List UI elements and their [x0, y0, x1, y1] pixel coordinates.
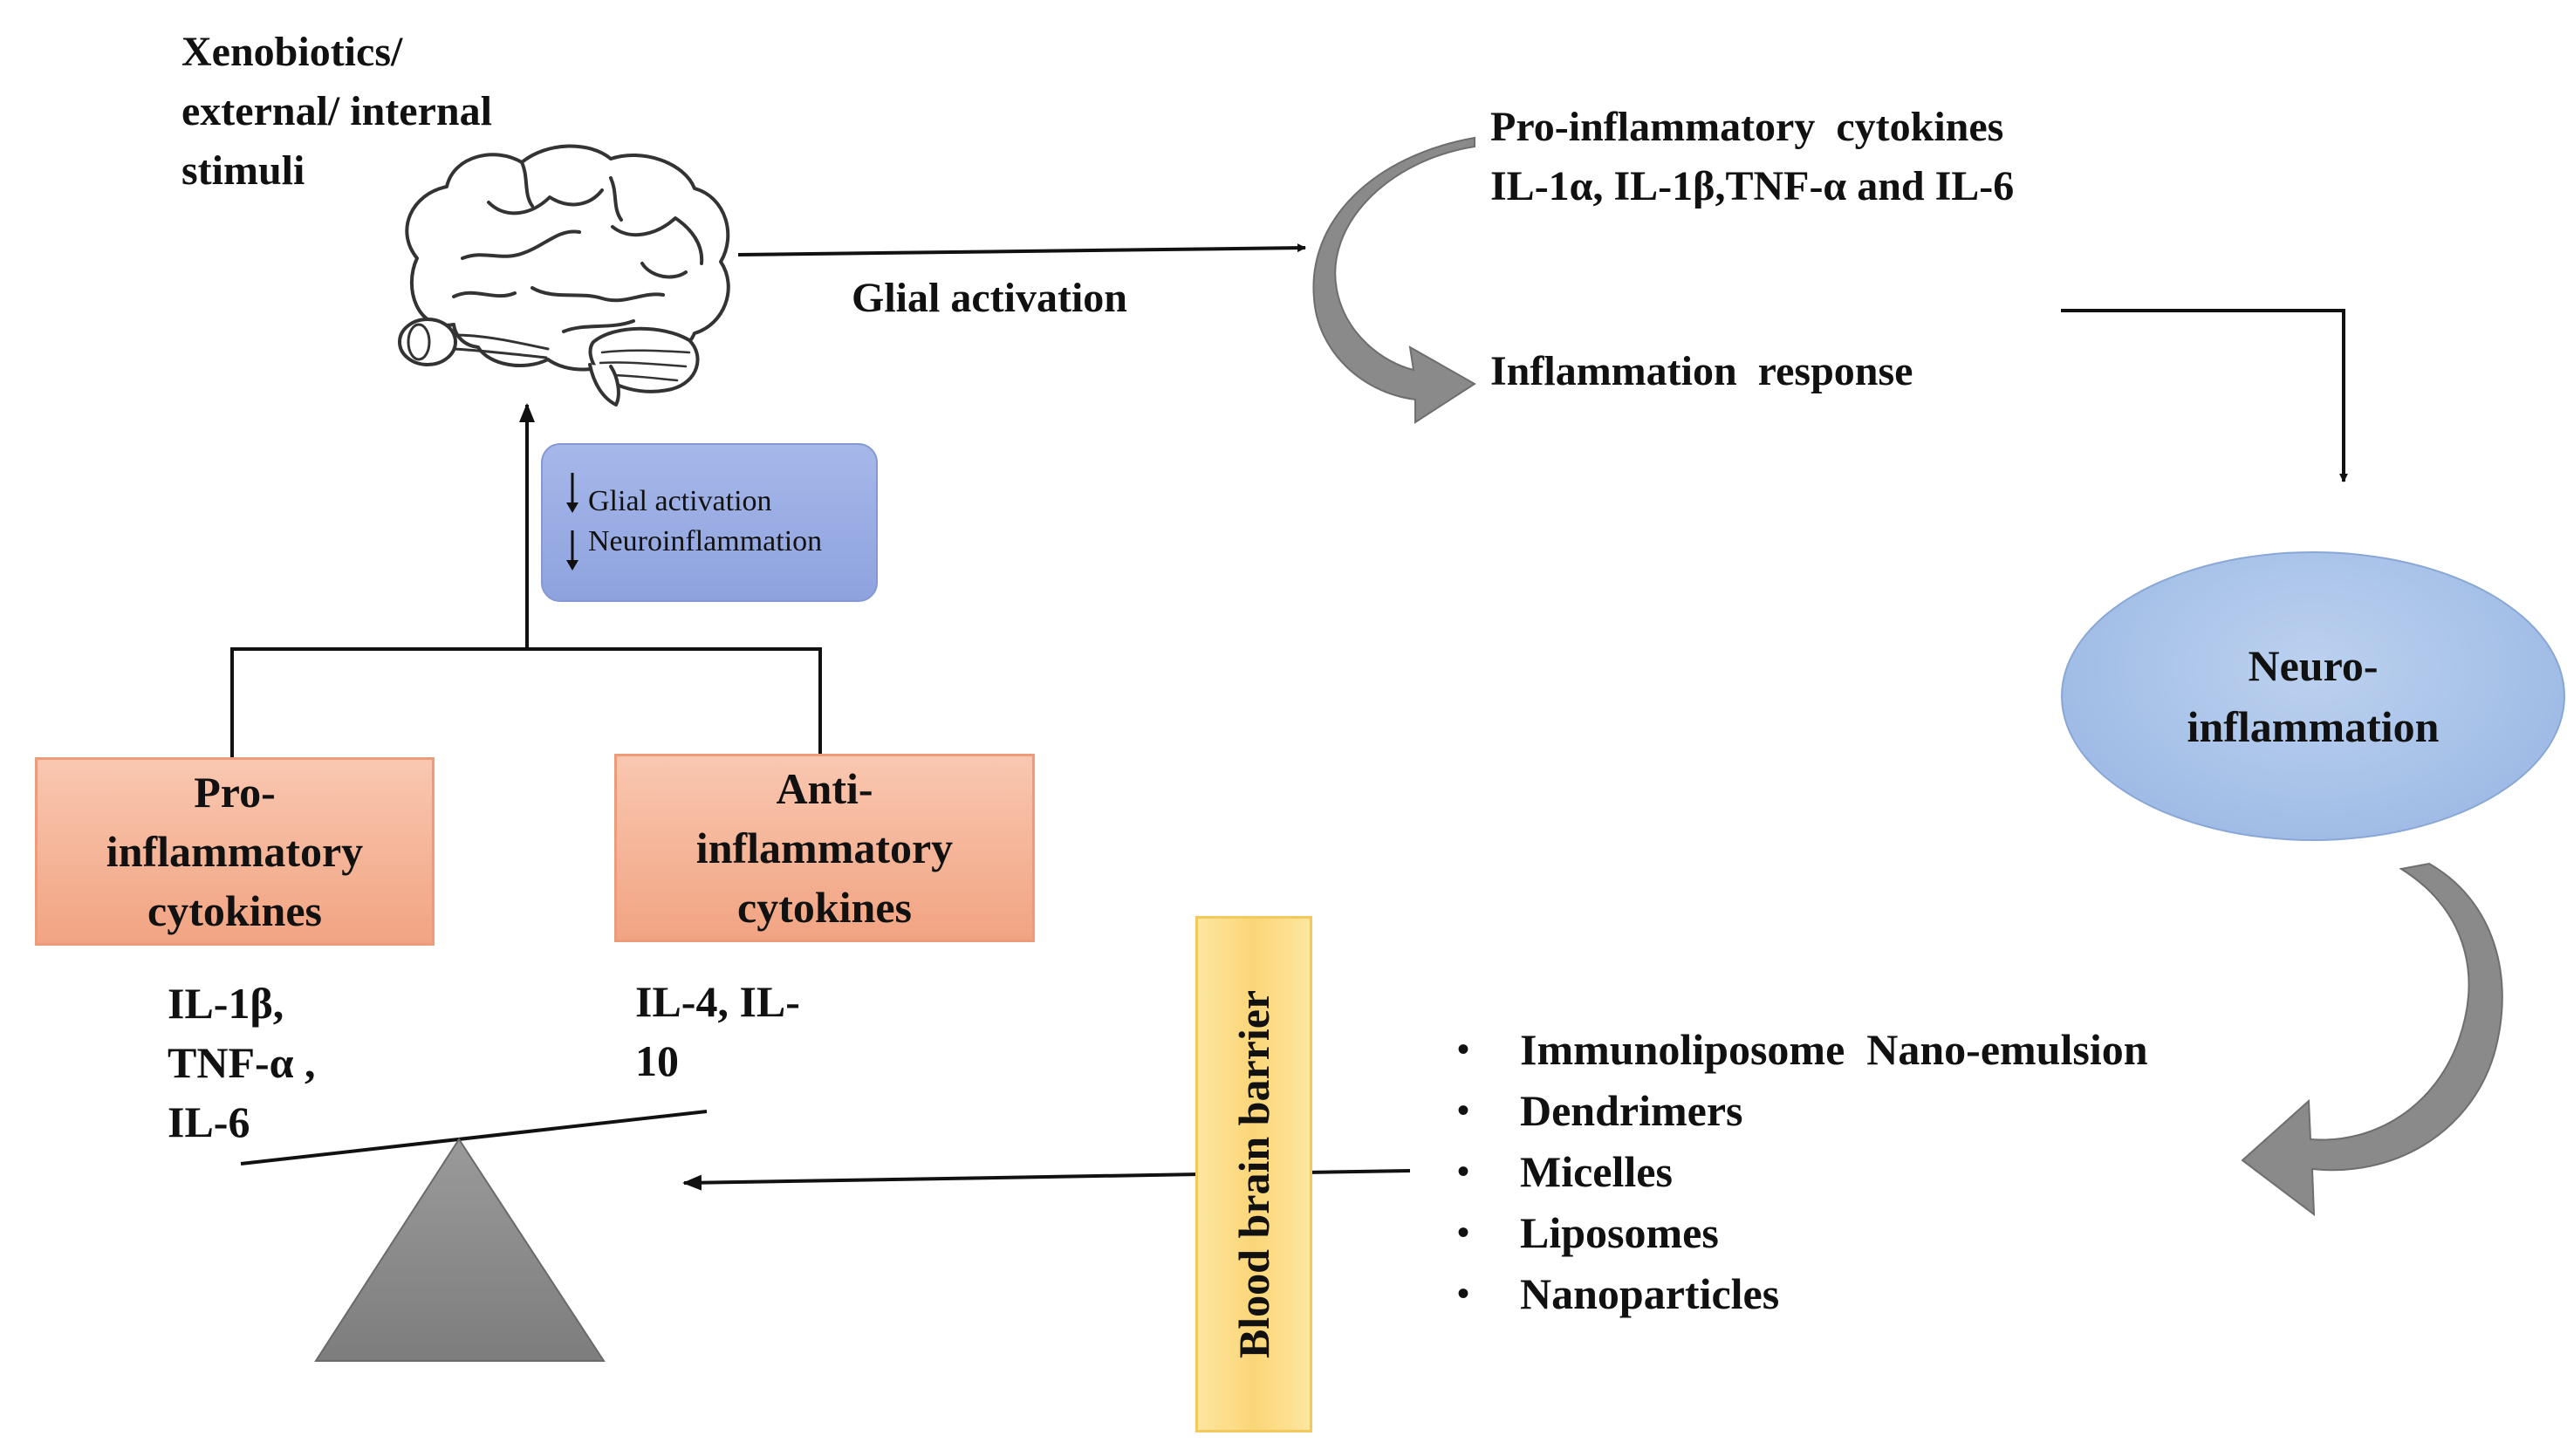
glial-activation-arrow: [737, 243, 1306, 256]
list-item: Immunoliposome Nano-emulsion: [1448, 1019, 2148, 1080]
neuroinflammation-ellipse: Neuro- inflammation: [2061, 551, 2565, 841]
balance-fulcrum-triangle: [314, 1138, 606, 1362]
neuroinflammation-line-2: inflammation: [2187, 702, 2440, 751]
pro-cytokines-top-line-1: Pro-inflammatory cytokines: [1490, 104, 2004, 150]
nanocarrier-list: Immunoliposome Nano-emulsion Dendrimers …: [1448, 1019, 2148, 1324]
anti-cytokine-examples: IL-4, IL- 10: [635, 972, 800, 1090]
elbow-arrow-to-neuroinflammation: [2061, 309, 2348, 482]
pro-inflammatory-box: Pro- inflammatory cytokines: [35, 757, 435, 946]
pro-cytokines-top-line-2: IL-1α, IL-1β,TNF-α and IL-6: [1490, 163, 2015, 209]
pro-box-line-2: inflammatory: [106, 827, 364, 876]
pro-example-3: IL-6: [168, 1097, 250, 1146]
stimuli-line-2: external/ internal: [181, 88, 492, 134]
list-item: Nanoparticles: [1448, 1263, 2148, 1324]
anti-inflammatory-box: Anti- inflammatory cytokines: [614, 754, 1035, 942]
stimuli-line-3: stimuli: [181, 147, 305, 194]
regulation-line-glial: Glial activation: [588, 485, 772, 517]
balance-beam: [240, 1110, 708, 1165]
inflammation-response-label: Inflammation response: [1490, 348, 1913, 394]
down-arrow-icon: [566, 530, 578, 571]
stimuli-label: Xenobiotics/ external/ internal stimuli: [181, 23, 492, 201]
list-item: Liposomes: [1448, 1202, 2148, 1263]
pro-box-line-3: cytokines: [147, 886, 322, 935]
anti-example-1: IL-4, IL-: [635, 977, 800, 1026]
anti-example-2: 10: [635, 1036, 679, 1085]
curved-arrow-right: [2241, 862, 2503, 1217]
regulation-line-neuroinflammation: Neuroinflammation: [588, 525, 823, 557]
anti-box-line-2: inflammatory: [695, 824, 954, 872]
anti-box-line-3: cytokines: [737, 883, 912, 932]
pro-example-1: IL-1β,: [168, 979, 284, 1028]
pro-box-line-1: Pro-: [194, 768, 276, 817]
curved-arrow-top: [1312, 136, 1476, 424]
pro-cytokine-examples: IL-1β, TNF-α , IL-6: [168, 974, 316, 1152]
neuroinflammation-line-1: Neuro-: [2248, 641, 2379, 690]
glial-activation-label: Glial activation: [852, 275, 1127, 321]
brain-icon: [398, 144, 730, 407]
anti-box-line-1: Anti-: [776, 764, 873, 813]
blood-brain-barrier-bar: Blood brain barrier: [1195, 916, 1312, 1432]
down-arrow-icon: [566, 473, 578, 513]
pro-example-2: TNF-α ,: [168, 1038, 316, 1087]
blood-brain-barrier-label: Blood brain barrier: [1229, 989, 1278, 1359]
pro-inflammatory-cytokines-top: Pro-inflammatory cytokines IL-1α, IL-1β,…: [1490, 98, 2014, 216]
regulation-box: Glial activation Neuroinflammation: [541, 443, 878, 602]
cytokine-bracket: [230, 403, 822, 757]
stimuli-line-1: Xenobiotics/: [181, 29, 403, 75]
list-item: Micelles: [1448, 1141, 2148, 1202]
list-item: Dendrimers: [1448, 1080, 2148, 1141]
